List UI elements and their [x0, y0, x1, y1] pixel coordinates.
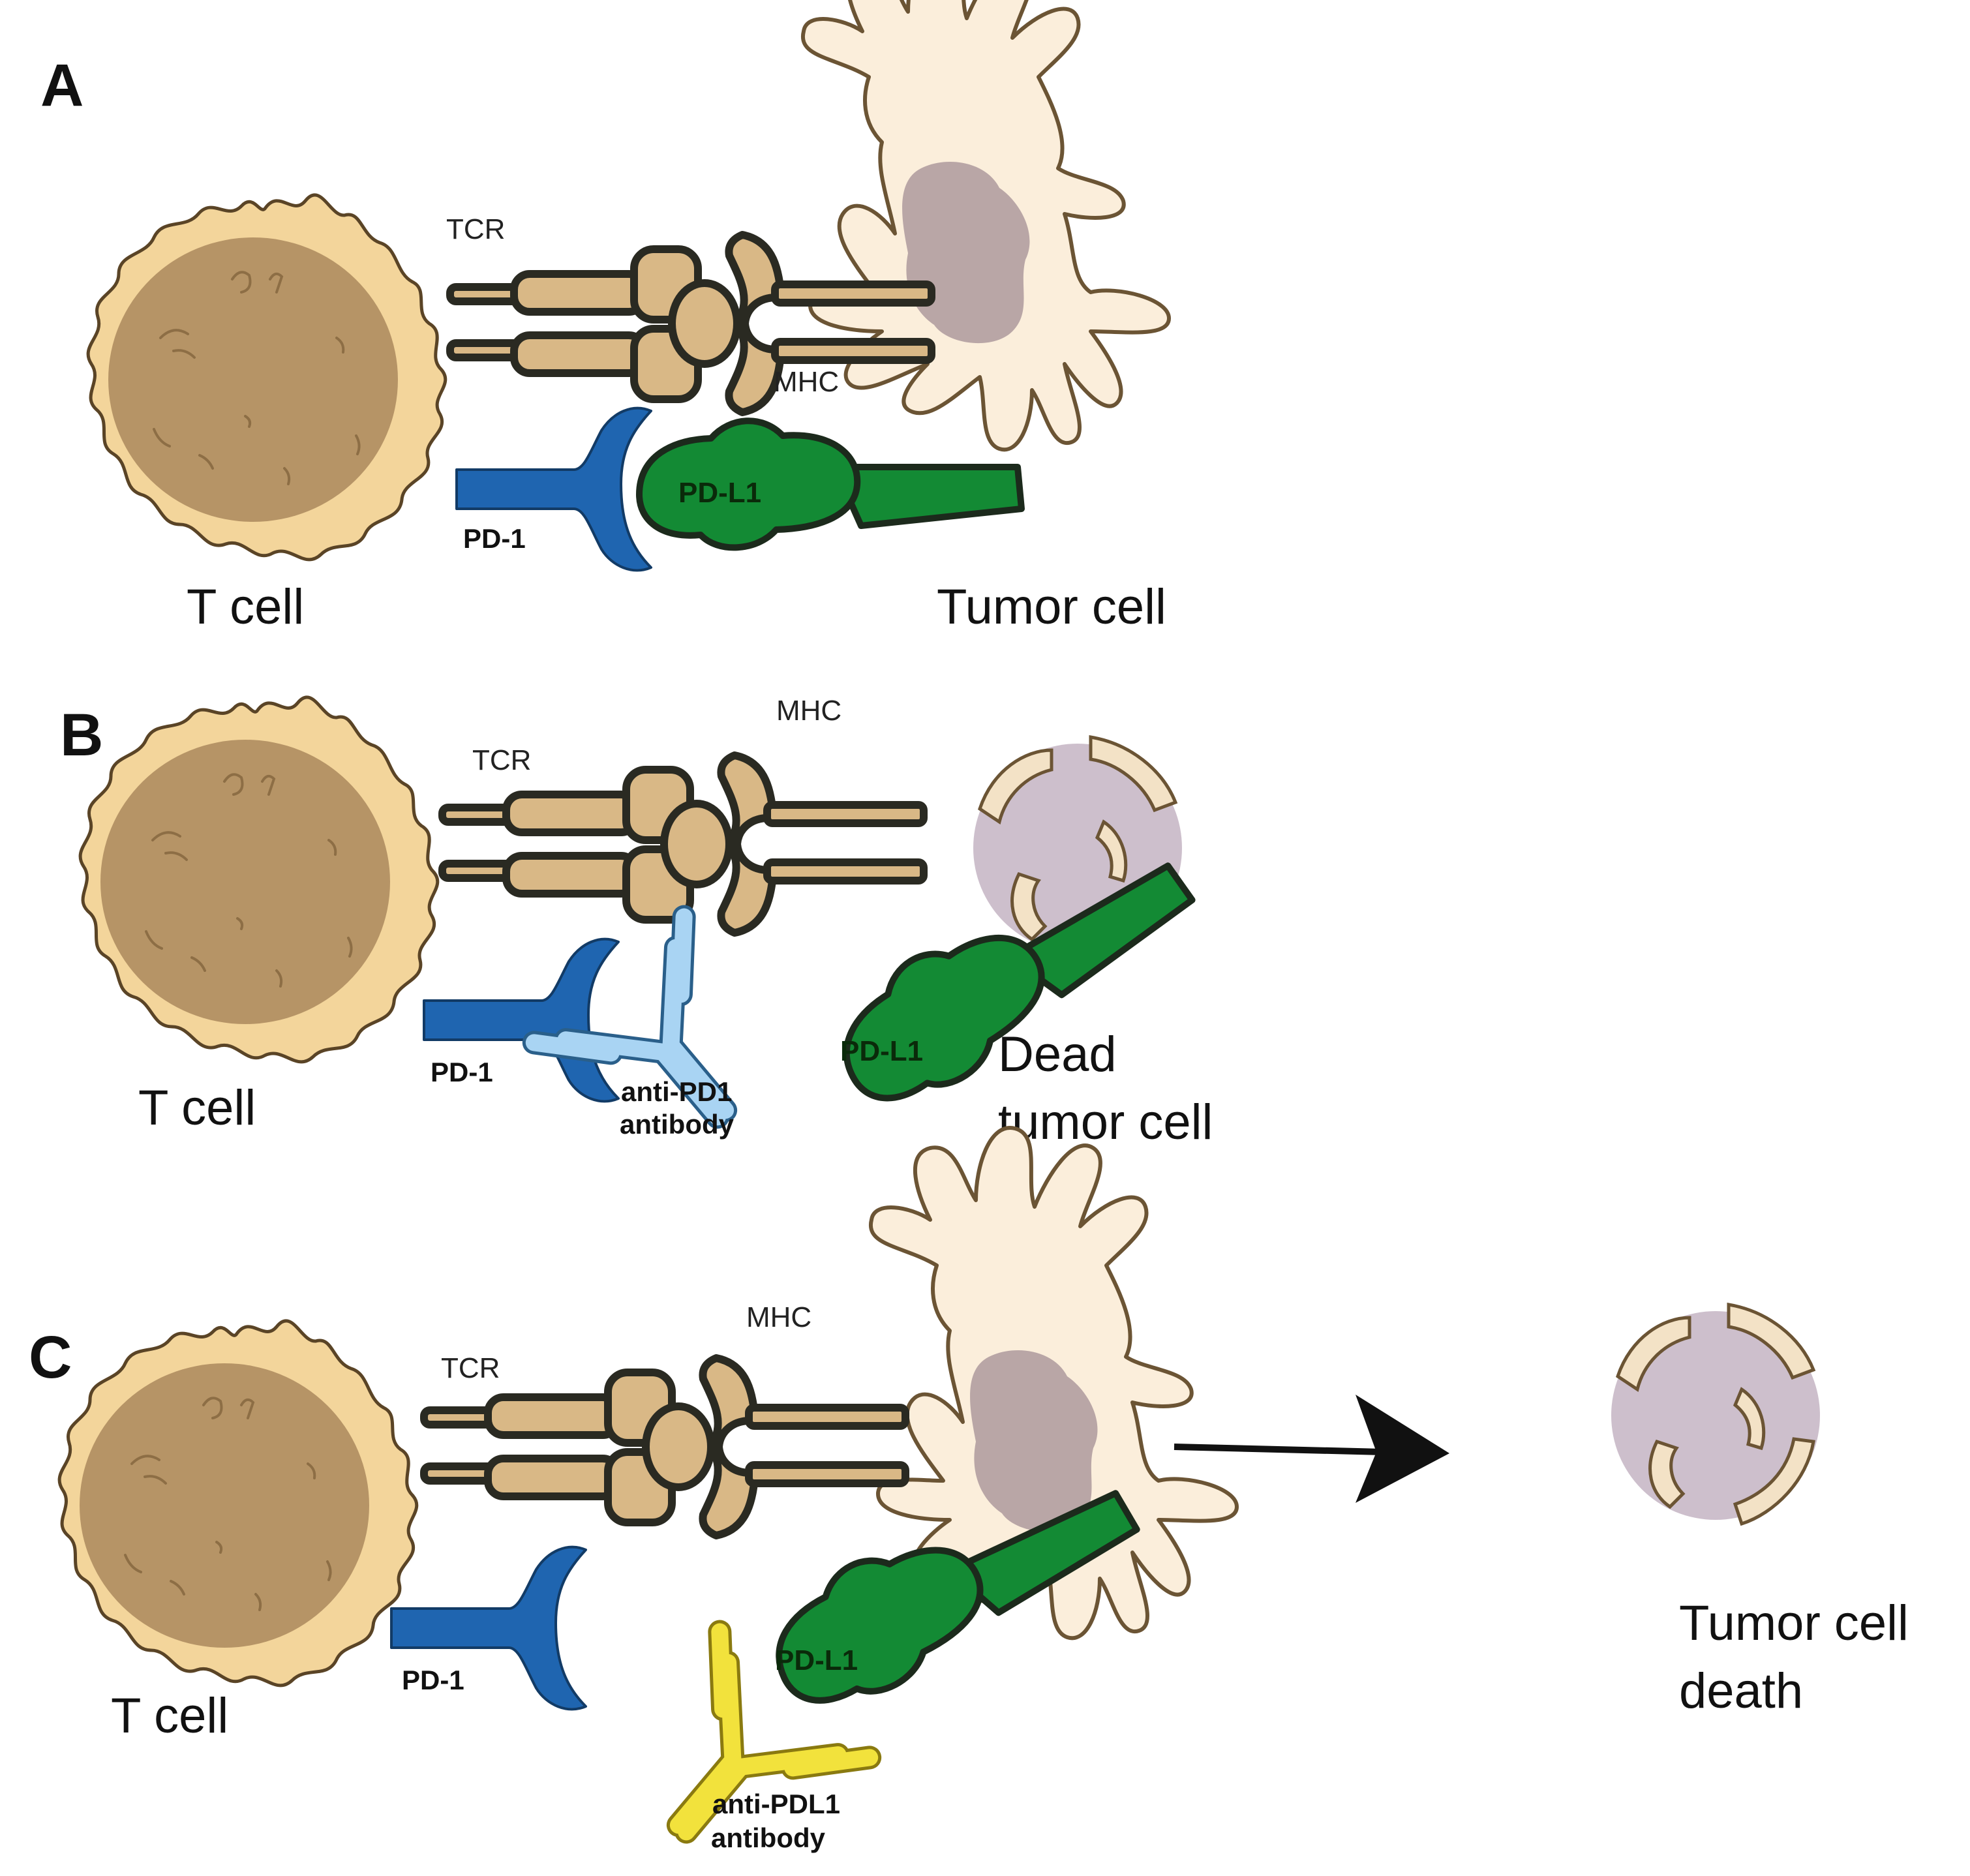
pd1-label-a: PD-1 [463, 523, 526, 554]
t-cell-a [88, 195, 446, 560]
anti-pdl1-antibody [666, 1620, 882, 1844]
dead-cell-label-line1: Dead [998, 1027, 1117, 1082]
anti-pd1-antibody [522, 905, 738, 1129]
dying-tumor-cell-c [1611, 1305, 1820, 1524]
pd1-label-b: PD-1 [431, 1057, 493, 1087]
pdl1-label-c: PD-L1 [775, 1644, 858, 1676]
anti-pd1-label-line2: antibody [620, 1109, 735, 1140]
t-cell-b [80, 697, 438, 1062]
anti-pd1-label-line1: anti-PD1 [621, 1076, 732, 1107]
panel-b: B PD-L1 TCR MHC PD-1 anti-PD1 antibody T… [60, 695, 1213, 1150]
tcr-label-a: TCR [446, 213, 505, 245]
anti-pdl1-label-line2: antibody [711, 1823, 826, 1853]
pdl1-label-b: PD-L1 [840, 1035, 923, 1067]
t-cell-c [59, 1321, 417, 1686]
mhc-label-a: MHC [774, 366, 839, 398]
anti-pdl1-label-line1: anti-PDL1 [712, 1789, 840, 1819]
panel-c: C PD-L1 TCR MHC PD-1 anti-PDL1 antibody … [29, 1128, 1909, 1853]
pd1-label-c: PD-1 [402, 1665, 464, 1695]
tcr-label-b: TCR [472, 744, 531, 776]
t-cell-label-c: T cell [111, 1688, 228, 1744]
dead-cell-label-line2: tumor cell [998, 1095, 1213, 1150]
panel-a: A PD-L1 TCR MHC PD-1 T cell Tumor cell [40, 0, 1169, 635]
death-label-line1: Tumor cell [1679, 1596, 1909, 1651]
tumor-cell-a [803, 0, 1169, 449]
panel-letter-c: C [29, 1324, 72, 1391]
panel-letter-b: B [60, 702, 103, 768]
panel-letter-a: A [40, 52, 83, 119]
mhc-label-b: MHC [776, 695, 841, 727]
pdl1-label-a: PD-L1 [678, 477, 761, 509]
t-cell-label-a: T cell [187, 579, 304, 635]
tcr-mhc-complex-c [424, 1358, 905, 1536]
tumor-cell-label-a: Tumor cell [937, 579, 1166, 635]
mhc-label-c: MHC [746, 1301, 811, 1333]
death-label-line2: death [1679, 1663, 1803, 1719]
arrow-icon [1174, 1395, 1449, 1503]
t-cell-label-b: T cell [138, 1080, 256, 1136]
tcr-label-c: TCR [441, 1352, 500, 1384]
